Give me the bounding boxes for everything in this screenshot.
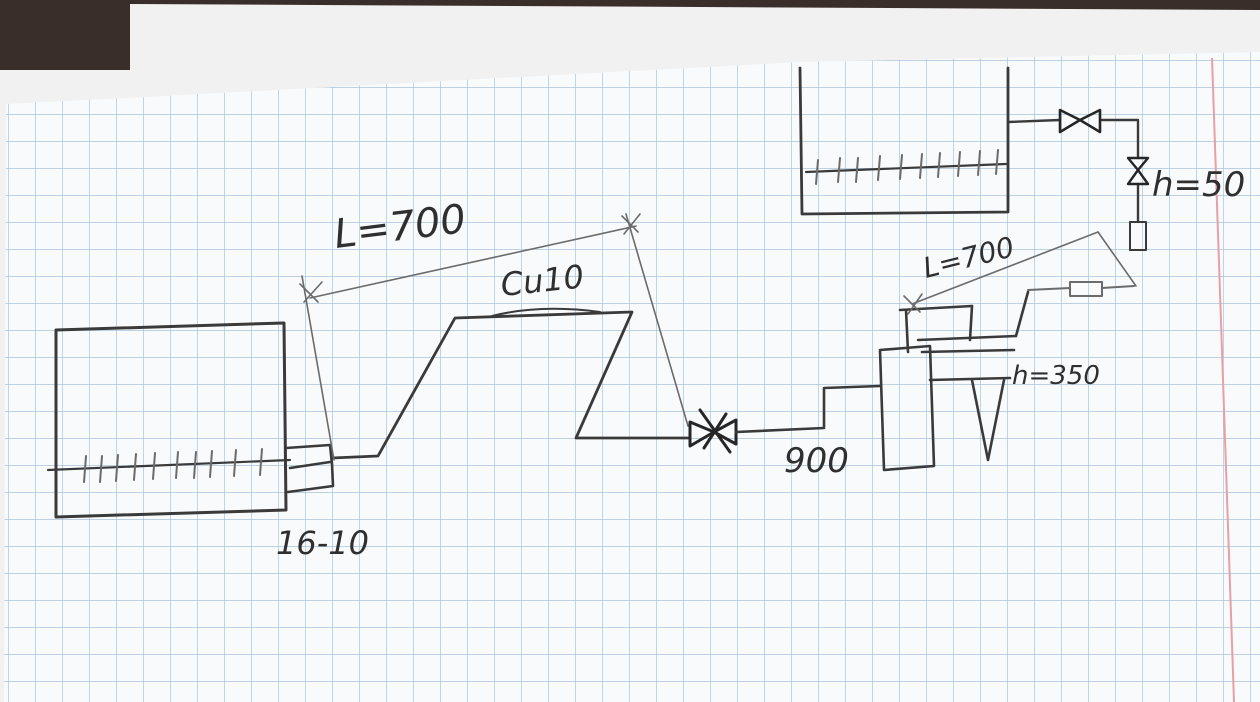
label-pipe-material: Cu10 <box>499 257 586 304</box>
main-pipe <box>330 310 692 460</box>
left-tank-water-hatches <box>83 448 263 483</box>
pump-component <box>1027 281 1135 297</box>
label-fitting-left: 16-10 <box>276 524 369 562</box>
pipe-bend-mark <box>491 307 601 317</box>
dimension-line-right <box>903 231 1137 315</box>
label-length-bottom: 900 <box>784 441 849 481</box>
upper-tank <box>798 66 1010 216</box>
outlet-fitting <box>284 443 335 494</box>
label-height-mid: h=350 <box>1012 361 1100 391</box>
graph-grid <box>4 52 1260 702</box>
upper-valve-horizontal-icon <box>1058 108 1102 134</box>
label-height-top: h=50 <box>1152 165 1245 205</box>
feed-pipe <box>734 384 882 434</box>
upper-pipe <box>1006 118 1140 224</box>
dimension-line-main <box>299 213 689 461</box>
margin-line <box>1211 57 1235 702</box>
left-tank <box>54 321 288 519</box>
upper-valve-vertical-icon <box>1126 156 1150 186</box>
left-tank-water-level <box>46 458 292 472</box>
upper-tank-water-hatches <box>815 149 999 185</box>
column-apparatus <box>878 290 1030 472</box>
